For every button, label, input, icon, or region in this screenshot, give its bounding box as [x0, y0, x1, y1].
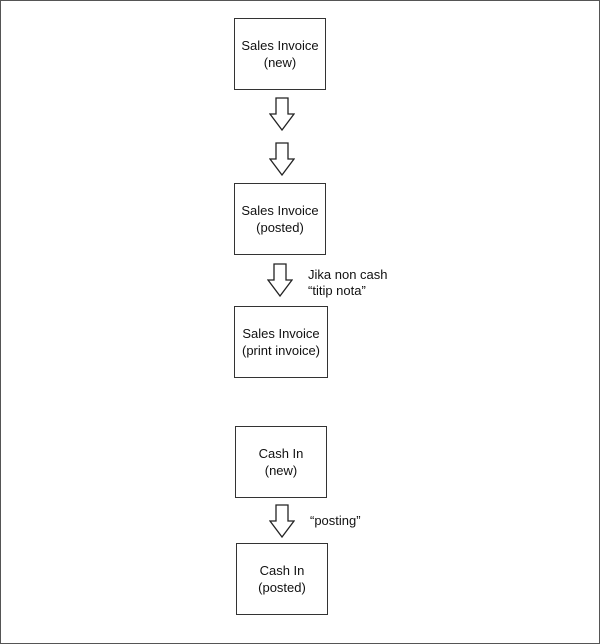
down-arrow-icon — [269, 504, 295, 538]
down-arrow-icon — [267, 263, 293, 297]
node-title: Sales Invoice — [241, 203, 319, 218]
node-sales-invoice-posted: Sales Invoice (posted) — [234, 183, 326, 255]
node-status: (posted) — [258, 580, 306, 595]
node-title: Sales Invoice — [241, 38, 319, 53]
node-cash-in-posted: Cash In (posted) — [236, 543, 328, 615]
node-title: Sales Invoice — [242, 326, 320, 341]
note-line: “titip nota” — [308, 283, 366, 298]
note-line: “posting” — [310, 513, 361, 528]
node-title: Cash In — [259, 563, 305, 578]
down-arrow-icon — [269, 97, 295, 131]
down-arrow-icon — [269, 142, 295, 176]
note-line: Jika non cash — [308, 267, 388, 282]
node-cash-in-new: Cash In (new) — [235, 426, 327, 498]
node-status: (new) — [263, 55, 297, 70]
note-non-cash: Jika non cash “titip nota” — [308, 267, 388, 299]
node-status: (new) — [264, 463, 298, 478]
node-sales-invoice-new: Sales Invoice (new) — [234, 18, 326, 90]
note-posting: “posting” — [310, 513, 361, 529]
node-sales-invoice-print: Sales Invoice (print invoice) — [234, 306, 328, 378]
node-status: (print invoice) — [241, 343, 321, 358]
node-title: Cash In — [258, 446, 304, 461]
node-status: (posted) — [256, 220, 304, 235]
